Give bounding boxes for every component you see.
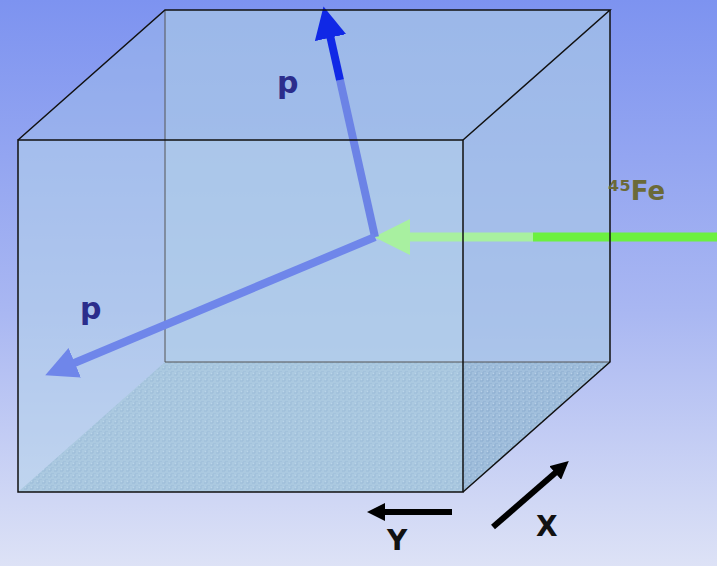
beam-label: ⁴⁵Fe (608, 178, 665, 204)
particle-tracks (60, 22, 717, 369)
box-edges (18, 10, 610, 492)
axis-arrows (376, 467, 562, 527)
axis-label: X (536, 513, 558, 541)
proton-label: p (80, 294, 101, 324)
box (18, 10, 610, 492)
proton-label: p (277, 68, 298, 98)
axis-label: Y (387, 527, 407, 555)
